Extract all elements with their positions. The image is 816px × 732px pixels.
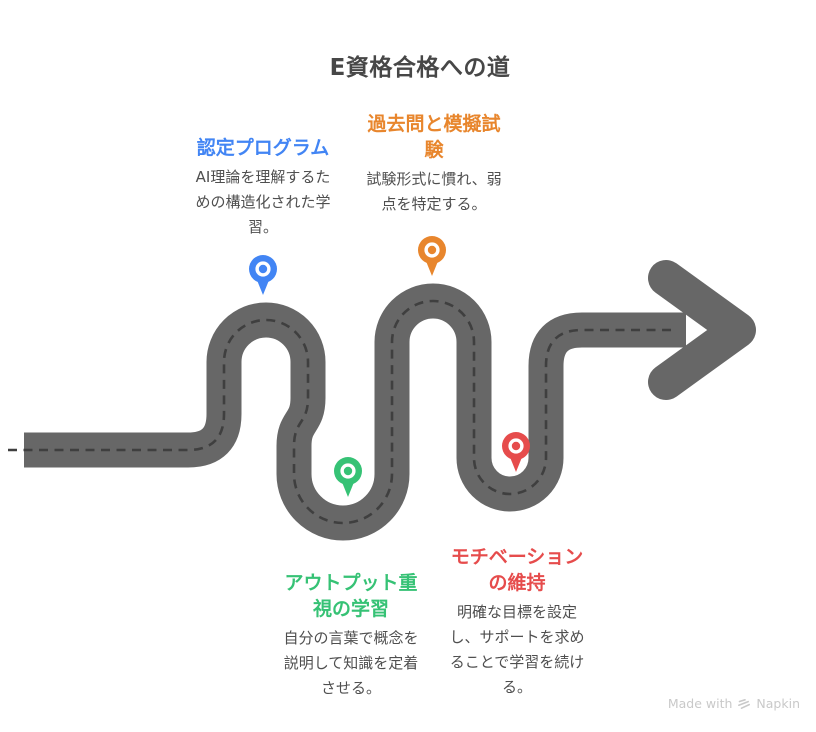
- road-path: [24, 283, 686, 541]
- milestone-output-learning: アウトプット重 視の学習 自分の言葉で概念を 説明して知識を定着 させる。: [246, 570, 456, 701]
- pin-output-learning: [334, 457, 362, 497]
- milestone-motivation: モチベーション の維持 明確な目標を設定 し、サポートを求め ることで学習を続け…: [412, 544, 622, 700]
- pin-certification-program: [249, 255, 277, 295]
- road-arrowhead-icon: [648, 260, 756, 400]
- milestone-description: 明確な目標を設定 し、サポートを求め ることで学習を続け る。: [449, 603, 585, 696]
- milestone-heading: モチベーション の維持: [450, 546, 584, 594]
- milestone-heading: アウトプット重 視の学習: [284, 572, 418, 620]
- milestone-certification-program: 認定プログラム AI理論を理解するた めの構造化された学 習。: [158, 135, 368, 240]
- milestone-description: AI理論を理解するた めの構造化された学 習。: [195, 168, 331, 236]
- milestone-heading: 過去問と模擬試 験: [367, 113, 501, 161]
- milestone-description: 試験形式に慣れ、弱 点を特定する。: [366, 170, 502, 213]
- road-centerline: [8, 299, 676, 525]
- pin-motivation: [502, 432, 530, 472]
- milestone-practice-exams: 過去問と模擬試 験 試験形式に慣れ、弱 点を特定する。: [329, 111, 539, 217]
- milestone-description: 自分の言葉で概念を 説明して知識を定着 させる。: [283, 629, 419, 697]
- brand-label: Napkin: [756, 696, 800, 711]
- page-title: E資格合格への道: [329, 55, 511, 81]
- napkin-logo-icon: [738, 699, 751, 709]
- made-with-label: Made with: [667, 696, 733, 711]
- pin-practice-exams: [418, 236, 446, 276]
- made-with-napkin-watermark: Made with Napkin: [668, 696, 800, 711]
- milestone-heading: 認定プログラム: [196, 137, 330, 159]
